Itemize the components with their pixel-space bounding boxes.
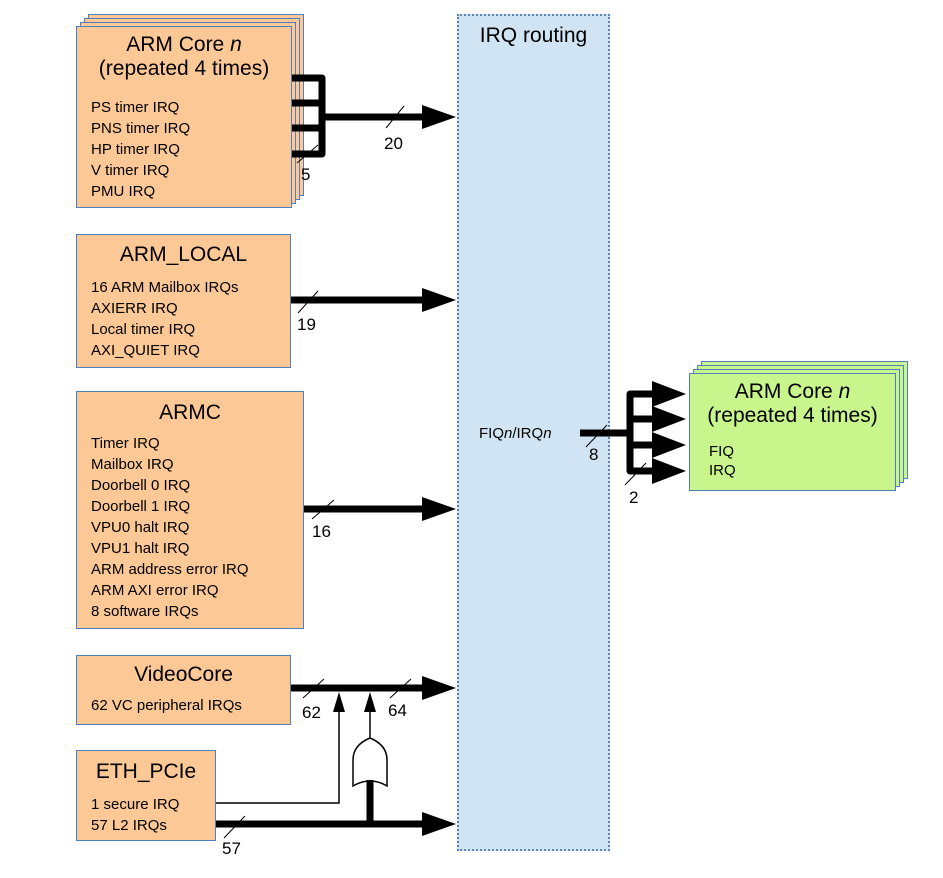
irq-item: AXI_QUIET IRQ: [91, 342, 200, 359]
bus-width-tick: [624, 462, 647, 486]
eth-pcie-title: ETH_PCIe: [95, 760, 197, 783]
irq-item: Doorbell 1 IRQ: [91, 498, 191, 515]
irq-routing-title: IRQ routing: [479, 24, 588, 47]
irq-item: 1 secure IRQ: [91, 796, 180, 813]
irq-item: VPU1 halt IRQ: [91, 540, 190, 557]
armc-bus-arrow: [422, 497, 456, 521]
irq-item: 62 VC peripheral IRQs: [91, 697, 242, 714]
fiq-irq-output-label: FIQn/IRQn: [479, 425, 552, 442]
fiq-irq-arrow: [652, 458, 686, 484]
videocore-block: VideoCore 62 VC peripheral IRQs: [76, 655, 291, 725]
arm-core-source-title: ARM Core n (repeated 4 times): [98, 33, 270, 80]
arm-local-bus-arrow: [422, 288, 456, 312]
irq-item: Doorbell 0 IRQ: [91, 477, 191, 494]
bus-width-tick: [302, 678, 325, 699]
fiq-irq-fanout: [626, 390, 656, 475]
irq-item: VPU0 halt IRQ: [91, 519, 190, 536]
videocore-items: 62 VC peripheral IRQs: [91, 695, 242, 716]
irq-item: PMU IRQ: [91, 183, 156, 200]
bus-width-tick: [296, 144, 319, 164]
arm-local-items: 16 ARM Mailbox IRQs AXIERR IRQ Local tim…: [91, 277, 239, 361]
irq-item: 16 ARM Mailbox IRQs: [91, 279, 239, 296]
bus-width-tick: [385, 105, 405, 129]
irq-item: FIQ: [709, 443, 734, 460]
merged-bus-width-label: 64: [388, 701, 407, 720]
arm-local-block: ARM_LOCAL 16 ARM Mailbox IRQs AXIERR IRQ…: [76, 234, 291, 368]
videocore-bus-width-label: 62: [302, 703, 321, 722]
irq-item: PS timer IRQ: [91, 99, 180, 116]
irq-item: AXIERR IRQ: [91, 300, 178, 317]
fiq-irq-bus-width-label: 8: [589, 445, 599, 464]
irq-item: Local timer IRQ: [91, 321, 196, 338]
dest-core-title: ARM Core n (repeated 4 times): [707, 380, 878, 427]
videocore-bus-arrow: [422, 676, 456, 700]
irq-item: IRQ: [709, 462, 736, 479]
eth-pcie-bus-width-label: 57: [222, 839, 241, 858]
videocore-title: VideoCore: [134, 663, 233, 686]
dest-core-items: FIQ IRQ: [709, 442, 736, 480]
armc-title: ARMC: [159, 401, 221, 424]
fiq-irq-arrow: [652, 406, 686, 432]
or-gate-icon: [352, 737, 388, 788]
secure-irq-wire: [216, 710, 340, 804]
eth-pcie-items: 1 secure IRQ 57 L2 IRQs: [91, 794, 179, 836]
arm-core-bus-width-label: 20: [384, 134, 403, 153]
fiq-irq-arrow: [652, 381, 686, 407]
irq-item: Timer IRQ: [91, 435, 160, 452]
irq-item: ARM AXI error IRQ: [91, 582, 219, 599]
arm-core-per-core-width-label: 5: [301, 165, 311, 184]
or-gate-output-arrow: [364, 692, 376, 712]
arm-core-bus-arrow: [422, 105, 456, 129]
irq-item: 8 software IRQs: [91, 603, 199, 620]
bus-width-tick: [223, 815, 246, 839]
irq-item: V timer IRQ: [91, 162, 170, 179]
irq-item: HP timer IRQ: [91, 141, 180, 158]
irq-item: PNS timer IRQ: [91, 120, 191, 137]
arm-local-title: ARM_LOCAL: [119, 243, 248, 266]
bus-width-tick: [585, 424, 608, 448]
irq-item: ARM address error IRQ: [91, 561, 249, 578]
irq-item: Mailbox IRQ: [91, 456, 174, 473]
fiq-irq-arrow: [652, 432, 686, 458]
eth-pcie-block: ETH_PCIe 1 secure IRQ 57 L2 IRQs: [76, 750, 216, 841]
armc-bus-width-label: 16: [312, 522, 331, 541]
bus-width-tick: [389, 678, 412, 699]
armc-block: ARMC Timer IRQ Mailbox IRQ Doorbell 0 IR…: [76, 391, 304, 629]
eth-pcie-bus-arrow: [422, 812, 456, 836]
arm-core-source-block: ARM Core n (repeated 4 times) PS timer I…: [76, 26, 292, 208]
dest-per-core-width-label: 2: [629, 488, 639, 507]
arm-core-source-items: PS timer IRQ PNS timer IRQ HP timer IRQ …: [91, 97, 190, 202]
arm-core-bus-combiner: [292, 74, 326, 158]
secure-irq-arrow: [333, 692, 345, 712]
bus-width-tick: [297, 290, 319, 314]
irq-item: 57 L2 IRQs: [91, 817, 167, 834]
bus-width-tick: [311, 499, 335, 520]
arm-local-bus-width-label: 19: [297, 315, 316, 334]
armc-items: Timer IRQ Mailbox IRQ Doorbell 0 IRQ Doo…: [91, 433, 249, 622]
dest-core-block: ARM Core n (repeated 4 times) FIQ IRQ: [689, 373, 896, 491]
